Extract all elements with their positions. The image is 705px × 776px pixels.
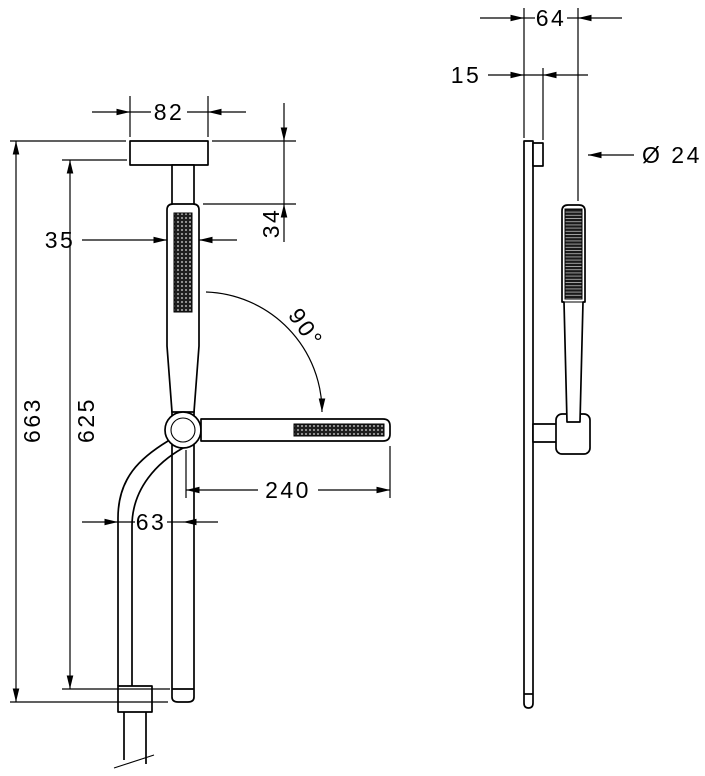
hose-break-mark [113,754,155,769]
dim-total-height: 663 [10,140,168,703]
dim-bracket-depth: 15 [451,62,588,140]
side-view [523,140,591,709]
hand-shower-vertical [166,203,200,413]
hand-shower-side [561,204,586,423]
dim-handshower-width: 35 [45,227,237,253]
spray-head-side [564,208,583,300]
dim-reach-label: 240 [265,477,311,503]
hose-connector-nut [117,685,153,713]
dim-bracket-width-label: 82 [154,99,185,125]
spray-face-vertical [173,212,193,313]
dim-rotation-angle-label: 90° [283,303,329,353]
dim-bracket-width: 82 [92,96,246,137]
dim-bar-height-label: 625 [73,397,99,443]
dim-wall-offset: 64 [480,5,622,201]
dim-head-offset-label: 34 [258,208,284,239]
dim-handshower-diameter: Ø 24 [588,142,702,168]
dim-handshower-width-label: 35 [45,227,76,253]
dim-hose-offset-label: 63 [136,509,167,535]
hand-shower-horizontal [200,418,391,442]
wall-bracket-side [532,142,544,167]
holder-side [532,413,591,455]
slider-holder [164,411,202,449]
dim-bar-height: 625 [62,159,170,690]
dim-bracket-depth-label: 15 [451,62,482,88]
dim-head-offset: 34 [203,103,296,242]
shower-hose [113,440,184,769]
dim-total-height-label: 663 [19,397,45,443]
front-view [113,140,391,769]
shower-rail-side [523,140,534,709]
spray-face-horizontal [293,423,385,437]
dim-hose-offset: 63 [82,509,218,535]
dim-handshower-diameter-label: Ø 24 [642,142,702,168]
dim-wall-offset-label: 64 [536,5,567,31]
wall-bracket-front [129,140,209,166]
front-view-dimensions: 663 625 82 34 [10,96,391,703]
side-view-dimensions: 64 15 Ø 24 [451,5,702,201]
rotation-arc: 90° [205,291,329,413]
dim-reach: 240 [185,446,391,503]
